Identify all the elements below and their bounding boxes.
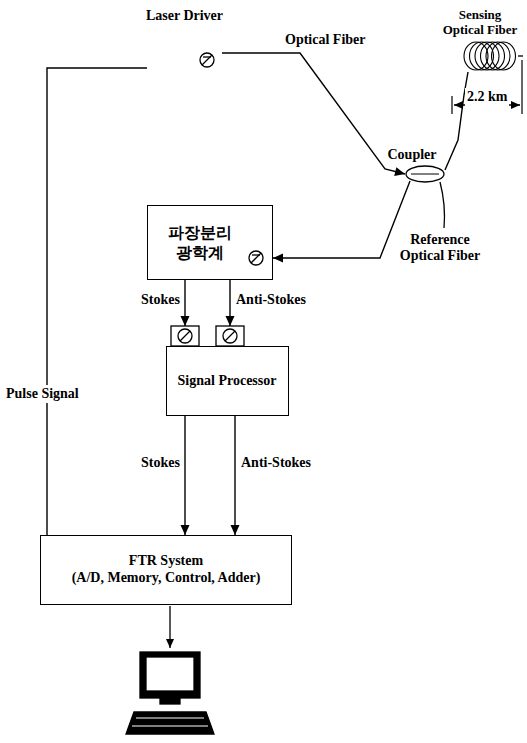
photodiode-symbol [249, 251, 263, 265]
wavelength-separation-box: 파장분리 광학계 [147, 205, 273, 280]
edge-label: Optical Fiber [285, 32, 366, 48]
ftr-system-box: FTR System(A/D, Memory, Control, Adder) [40, 535, 292, 605]
signal-processor-box: Signal Processor [166, 346, 289, 416]
arrowhead [394, 167, 405, 176]
fiber-line [518, 55, 523, 56]
detector-symbol [171, 326, 244, 346]
arrowhead [231, 525, 240, 535]
connector-line [184, 416, 185, 535]
node-label: Coupler [377, 147, 447, 163]
fiber-coil: Sensing Optical Fiber [462, 40, 518, 72]
arrowhead [226, 316, 235, 326]
laser-driver-box: Laser Driver [147, 28, 222, 93]
edge-label: Anti-Stokes [241, 455, 311, 471]
connector [222, 53, 405, 176]
edge-label: Pulse Signal [4, 385, 81, 403]
box-text: Signal Processor [178, 373, 277, 390]
connector-line [234, 416, 235, 535]
computer-icon [126, 652, 214, 734]
connector [181, 280, 190, 326]
coupler: Coupler [405, 165, 445, 183]
output-arrow [169, 606, 170, 648]
edge-label: Anti-Stokes [236, 292, 306, 308]
coil-outline [462, 40, 518, 72]
connector [273, 181, 410, 263]
dimension-label: 2.2 km [465, 88, 509, 106]
box-text: 파장분리 광학계 [158, 223, 242, 261]
arrowhead [181, 316, 190, 326]
connector [181, 416, 190, 535]
arrowhead [273, 254, 283, 263]
edge-label: Stokes [141, 455, 180, 471]
ellipse-outline [405, 165, 445, 183]
arrowhead [181, 525, 190, 535]
box-text: FTR System [129, 553, 203, 570]
connector-line [445, 72, 468, 170]
connector [226, 280, 235, 326]
connector-line [47, 68, 147, 535]
connector [445, 72, 468, 170]
box-text: (A/D, Memory, Control, Adder) [72, 570, 261, 587]
connector [231, 416, 240, 535]
reference-fiber [440, 182, 445, 228]
connector-line [222, 53, 405, 174]
fiber-label: Reference Optical Fiber [390, 232, 490, 264]
node-label: Sensing Optical Fiber [440, 8, 520, 38]
connector [47, 68, 147, 535]
connector-line [273, 181, 410, 258]
photodiode-symbol [200, 53, 214, 67]
edge-label: Stokes [141, 292, 180, 308]
node-label: Laser Driver [127, 8, 242, 24]
